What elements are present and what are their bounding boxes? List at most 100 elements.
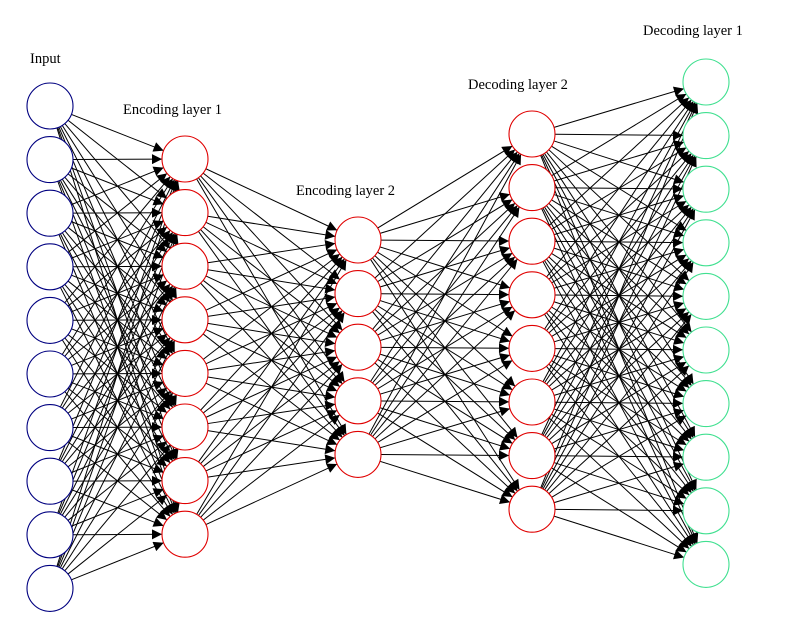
neuron-encoding-layer-1-6 [161, 403, 209, 451]
neuron-decoding-layer-2-4 [508, 271, 556, 319]
edge-encoding-layer-2-4-to-decoding-layer-2-5 [379, 406, 511, 449]
neuron-input-2 [26, 136, 74, 184]
edge-input-4-to-encoding-layer-1-0 [64, 176, 171, 304]
edge-decoding-layer-2-7-to-decoding-layer-1-2 [542, 209, 696, 490]
edge-decoding-layer-2-4-to-decoding-layer-1-0 [544, 100, 694, 330]
edge-input-3-to-encoding-layer-1-0 [67, 172, 168, 253]
edge-encoding-layer-2-4-to-decoding-layer-2-4 [377, 359, 513, 443]
edge-encoding-layer-2-0-to-decoding-layer-2-0 [377, 145, 513, 229]
neuron-input-3 [26, 189, 74, 237]
edge-decoding-layer-2-7-to-decoding-layer-1-3 [544, 261, 694, 491]
neuron-decoding-layer-1-4 [682, 219, 730, 267]
neuron-decoding-layer-2-6 [508, 378, 556, 426]
edge-encoding-layer-2-4-to-decoding-layer-2-1 [370, 206, 520, 436]
edge-decoding-layer-2-2-to-decoding-layer-1-0 [548, 97, 690, 227]
edge-input-9-to-encoding-layer-1-7 [71, 541, 164, 581]
neuron-encoding-layer-1-8 [161, 510, 209, 558]
neuron-input-8 [26, 457, 74, 505]
edge-encoding-layer-1-4-to-encoding-layer-2-0 [202, 253, 341, 360]
neuron-decoding-layer-1-10 [682, 540, 730, 588]
edge-encoding-layer-1-7-to-encoding-layer-2-1 [198, 311, 345, 516]
neuron-input-9 [26, 511, 74, 559]
edge-input-9-to-encoding-layer-1-5 [64, 444, 171, 572]
edge-encoding-layer-1-7-to-encoding-layer-2-4 [205, 463, 338, 526]
neuron-decoding-layer-1-3 [682, 165, 730, 213]
neuron-encoding-layer-2-5 [334, 430, 382, 478]
edge-encoding-layer-2-3-to-decoding-layer-2-0 [370, 152, 520, 382]
edge-input-8-to-encoding-layer-1-0 [57, 180, 179, 514]
neuron-encoding-layer-1-4 [161, 296, 209, 344]
neuron-decoding-layer-2-7 [508, 432, 556, 480]
edge-input-9-to-encoding-layer-1-6 [67, 494, 168, 575]
neuron-encoding-layer-2-1 [334, 216, 382, 264]
edge-encoding-layer-2-2-to-decoding-layer-2-0 [372, 151, 518, 330]
edge-decoding-layer-2-7-to-decoding-layer-1-1 [541, 156, 697, 489]
neuron-input-4 [26, 243, 74, 291]
neuron-encoding-layer-2-4 [334, 377, 382, 425]
neuron-decoding-layer-2-1 [508, 110, 556, 158]
edge-input-9-to-encoding-layer-1-2 [58, 287, 177, 568]
edge-encoding-layer-1-7-to-encoding-layer-2-0 [196, 259, 347, 515]
edge-input-5-to-encoding-layer-1-0 [61, 178, 174, 355]
neuron-decoding-layer-2-2 [508, 164, 556, 212]
edge-decoding-layer-2-7-to-decoding-layer-1-0 [540, 103, 699, 489]
edge-decoding-layer-2-7-to-decoding-layer-1-5 [548, 365, 690, 495]
neuron-encoding-layer-1-5 [161, 349, 209, 397]
neuron-encoding-layer-1-7 [161, 457, 209, 505]
neuron-encoding-layer-1-2 [161, 189, 209, 237]
neuron-decoding-layer-1-2 [682, 112, 730, 160]
edge-encoding-layer-2-1-to-decoding-layer-2-0 [374, 149, 516, 279]
edge-input-9-to-encoding-layer-1-0 [56, 180, 180, 567]
connections [56, 86, 699, 581]
neuron-decoding-layer-2-5 [508, 324, 556, 372]
edge-decoding-layer-2-0-to-decoding-layer-1-0 [553, 86, 685, 128]
neuron-decoding-layer-2-3 [508, 217, 556, 265]
edge-decoding-layer-2-7-to-decoding-layer-1-6 [551, 415, 687, 498]
edge-encoding-layer-2-4-to-decoding-layer-2-2 [372, 258, 518, 437]
layer-label-encoding-1: Encoding layer 1 [123, 102, 222, 118]
layer-label-decoding-1: Decoding layer 1 [643, 23, 743, 39]
edge-encoding-layer-1-7-to-encoding-layer-2-2 [200, 363, 343, 518]
edge-input-0-to-encoding-layer-1-0 [71, 113, 164, 152]
neuron-decoding-layer-1-6 [682, 326, 730, 374]
neuron-input-6 [26, 350, 74, 398]
neuron-decoding-layer-1-7 [682, 380, 730, 428]
edge-input-9-to-encoding-layer-1-4 [61, 392, 174, 570]
edge-decoding-layer-2-7-to-decoding-layer-1-7 [553, 461, 685, 504]
edge-encoding-layer-2-4-to-decoding-layer-2-3 [374, 309, 516, 440]
neuron-encoding-layer-1-1 [161, 135, 209, 183]
edge-input-2-to-encoding-layer-1-0 [71, 166, 164, 206]
edge-input-7-to-encoding-layer-1-0 [58, 180, 177, 461]
edge-decoding-layer-2-7-to-decoding-layer-1-4 [546, 313, 692, 492]
neuron-encoding-layer-2-3 [334, 323, 382, 371]
edge-decoding-layer-2-3-to-decoding-layer-1-0 [546, 99, 692, 278]
neuron-decoding-layer-1-5 [682, 272, 730, 320]
neuron-encoding-layer-1-3 [161, 242, 209, 290]
neuron-decoding-layer-1-8 [682, 433, 730, 481]
neurons [26, 58, 730, 612]
layer-label-input: Input [30, 51, 61, 67]
neuron-decoding-layer-1-9 [682, 487, 730, 535]
edge-decoding-layer-2-7-to-decoding-layer-1-8 [554, 505, 684, 516]
edge-encoding-layer-2-4-to-decoding-layer-2-6 [380, 450, 510, 461]
edge-encoding-layer-1-6-to-encoding-layer-2-0 [198, 258, 345, 463]
neuron-input-7 [26, 404, 74, 452]
edge-decoding-layer-2-5-to-decoding-layer-1-0 [542, 101, 696, 383]
edge-encoding-layer-1-2-to-encoding-layer-2-0 [207, 239, 336, 264]
edge-decoding-layer-2-1-to-decoding-layer-1-0 [551, 93, 687, 177]
edge-input-9-to-encoding-layer-1-3 [59, 340, 176, 569]
edge-input-9-to-encoding-layer-1-1 [57, 234, 179, 567]
edge-encoding-layer-1-3-to-encoding-layer-2-0 [205, 249, 338, 311]
edge-decoding-layer-2-7-to-decoding-layer-1-9 [553, 515, 685, 560]
neuron-input-1 [26, 82, 74, 130]
edge-encoding-layer-1-1-to-encoding-layer-2-0 [207, 215, 336, 240]
edge-encoding-layer-2-4-to-decoding-layer-2-7 [379, 460, 511, 505]
neuron-decoding-layer-1-1 [682, 58, 730, 106]
edge-encoding-layer-1-5-to-encoding-layer-2-0 [200, 256, 343, 411]
neuron-input-10 [26, 564, 74, 612]
edge-encoding-layer-1-7-to-encoding-layer-2-3 [202, 414, 341, 521]
edge-encoding-layer-1-0-to-encoding-layer-2-0 [205, 168, 338, 231]
neuron-decoding-layer-2-8 [508, 485, 556, 533]
edge-decoding-layer-2-6-to-decoding-layer-1-0 [541, 102, 697, 435]
